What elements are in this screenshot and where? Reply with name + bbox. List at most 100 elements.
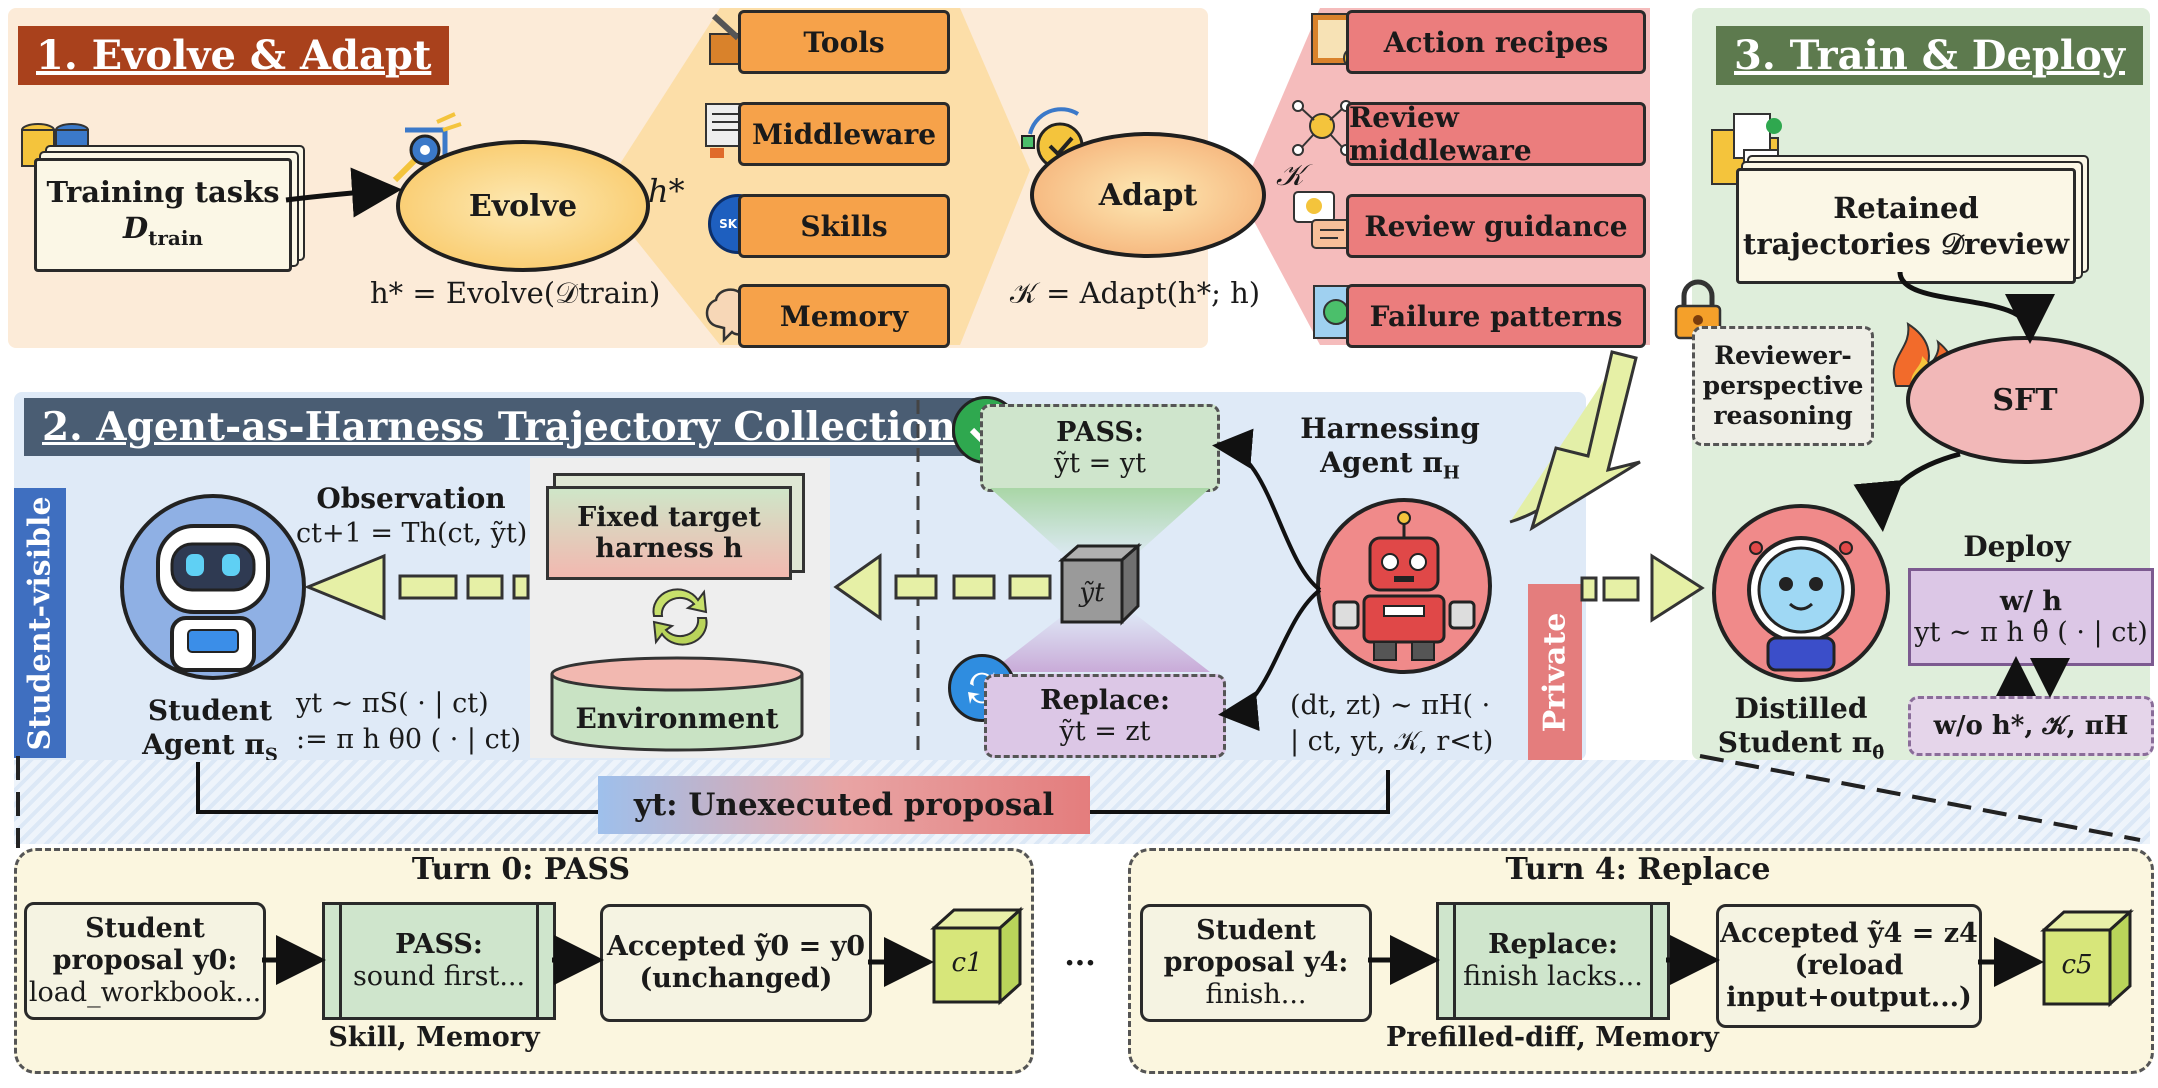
- adapt-node: Adapt: [1030, 132, 1266, 258]
- training-tasks-symbol: Dtrain: [122, 211, 204, 250]
- pass-box: PASS: ỹt = yt: [980, 404, 1220, 492]
- unexecuted-proposal-banner: yt: Unexecuted proposal: [598, 776, 1090, 834]
- turn4-proposal-box: Student proposal y4: finish...: [1140, 904, 1372, 1022]
- turn4-accepted-line1: Accepted ỹ4 = z4: [1720, 918, 1978, 949]
- tab-failure-patterns: Failure patterns: [1346, 284, 1646, 348]
- with-h-formula: yt ∼ π h θ̂ ( · | ct): [1914, 617, 2148, 648]
- output-cube: ỹt: [1056, 540, 1144, 628]
- turn0-proposal-line2: proposal y0:: [52, 945, 238, 976]
- turn0-decision-box: PASS: sound first...: [322, 902, 556, 1020]
- failure-patterns-icon: [1310, 282, 1366, 344]
- unexecuted-label: yt: Unexecuted proposal: [633, 787, 1055, 823]
- tab-tools: Tools: [738, 10, 950, 74]
- panel1-title: 1. Evolve & Adapt: [18, 26, 450, 85]
- harness-policy-line-2: | ct, yt, 𝒦, r<t): [1290, 726, 1494, 757]
- turn4-context-label: c5: [2061, 950, 2093, 980]
- observation-formula: ct+1 = Th(ct, ỹt): [296, 518, 528, 549]
- evolve-formula: h* = Evolve(𝒟train): [370, 276, 661, 310]
- distilled-label-1: Distilled: [1734, 692, 1868, 725]
- harness-policy-line-1: (dt, zt) ∼ πH( ·: [1290, 690, 1491, 721]
- private-band: Private: [1528, 584, 1582, 760]
- adapt-label: Adapt: [1098, 177, 1198, 213]
- training-tasks-label: Training tasks: [46, 175, 280, 210]
- retained-label: Retained: [1833, 191, 1979, 225]
- observation-label: Observation: [316, 482, 506, 515]
- distilled-label-2: Student πθ̂: [1717, 726, 1885, 764]
- training-tasks-card: Training tasks Dtrain: [34, 158, 292, 272]
- h-star-label: h*: [648, 172, 685, 210]
- turn0-accepted-line2: (unchanged): [639, 963, 833, 994]
- student-agent-label-1: Student: [147, 694, 273, 727]
- tab-middleware: Middleware: [738, 102, 950, 166]
- retained-trajectories-label: trajectories 𝒟review: [1742, 227, 2070, 261]
- replace-formula: ỹt = zt: [1059, 716, 1151, 747]
- turn4-title: Turn 4: Replace: [1505, 852, 1771, 887]
- turn4-footer: Prefilled-diff, Memory: [1386, 1022, 1719, 1053]
- turn4-accepted-line3: input+output...): [1726, 982, 1972, 1013]
- turn0-accepted-line1: Accepted ỹ0 = y0: [606, 931, 866, 962]
- harnessing-label-1: Harnessing: [1300, 412, 1480, 445]
- environment-cylinder: Environment: [548, 656, 806, 752]
- tab-skills: Skills: [738, 194, 950, 258]
- fixed-target-label-1: Fixed target: [577, 502, 761, 533]
- fixed-target-label-2: harness h: [595, 533, 743, 564]
- turn0-title: Turn 0: PASS: [411, 852, 631, 887]
- replace-box: Replace: ỹt = zt: [984, 674, 1226, 758]
- reviewer-label-3: reasoning: [1713, 401, 1853, 430]
- turn4-decision-line2: finish lacks...: [1463, 961, 1643, 992]
- turn4-accepted-line2: (reload: [1794, 950, 1904, 981]
- student-robot-icon: [120, 494, 306, 680]
- turn4-decision-box: Replace: finish lacks...: [1436, 902, 1670, 1020]
- tab-review-guidance: Review guidance: [1346, 194, 1646, 258]
- tab-memory: Memory: [738, 284, 950, 348]
- environment-label: Environment: [575, 702, 779, 735]
- turn4-accepted-box: Accepted ỹ4 = z4 (reload input+output...…: [1716, 904, 1982, 1028]
- harnessing-label-2: Agent πH: [1320, 446, 1460, 484]
- turn0-decision-line2: sound first...: [352, 961, 526, 992]
- pass-formula: ỹt = yt: [1054, 448, 1146, 479]
- sft-label: SFT: [1992, 382, 2058, 418]
- turn0-footer: Skill, Memory: [328, 1022, 540, 1053]
- turns-ellipsis: ...: [1064, 938, 1096, 973]
- turn4-context-cube: c5: [2040, 908, 2136, 1008]
- turn4-proposal-line3: finish...: [1205, 979, 1307, 1010]
- turn0-proposal-line1: Student: [85, 913, 205, 944]
- reviewer-perspective-box: Reviewer- perspective reasoning: [1692, 326, 1874, 446]
- deploy-label: Deploy: [1963, 530, 2071, 563]
- panel2-title: 2. Agent-as-Harness Trajectory Collectio…: [24, 398, 974, 456]
- cycle-arrows-icon: [644, 586, 716, 646]
- deploy-without-box: w/o h*, 𝒦, πH: [1908, 696, 2154, 756]
- turn4-proposal-line2: proposal y4:: [1163, 947, 1349, 978]
- distilled-student-robot-icon: [1712, 504, 1890, 682]
- tab-action-recipes: Action recipes: [1346, 10, 1646, 74]
- turn0-decision-line1: PASS:: [395, 929, 483, 960]
- cube-label: ỹt: [1079, 578, 1105, 608]
- k-symbol-label: 𝒦: [1276, 158, 1304, 193]
- reviewer-label-1: Reviewer-: [1714, 341, 1852, 370]
- evolve-label: Evolve: [468, 188, 578, 224]
- replace-label: Replace:: [1040, 685, 1170, 716]
- with-h-label: w/ h: [1999, 586, 2063, 617]
- panel3-title: 3. Train & Deploy: [1716, 26, 2143, 85]
- deploy-with-h-box: w/ h yt ∼ π h θ̂ ( · | ct): [1908, 568, 2154, 666]
- adapt-formula: 𝒦 = Adapt(h*; h): [1009, 276, 1261, 310]
- reviewer-label-2: perspective: [1702, 371, 1864, 400]
- retained-trajectories-card: Retained trajectories 𝒟review: [1736, 168, 2076, 284]
- student-visible-band: Student-visible: [14, 488, 66, 758]
- pass-label: PASS:: [1056, 417, 1144, 448]
- turn4-proposal-line1: Student: [1196, 915, 1316, 946]
- student-policy-line-1: yt ∼ πS( · | ct): [296, 688, 489, 719]
- evolve-node: Evolve: [396, 140, 650, 272]
- turn0-context-label: c1: [951, 948, 983, 978]
- turn0-context-cube: c1: [930, 906, 1026, 1006]
- turn0-proposal-line3: load_workbook...: [28, 977, 262, 1008]
- fixed-target-harness-box: Fixed target harness h: [546, 486, 792, 580]
- without-label: w/o h*, 𝒦, πH: [1933, 710, 2129, 741]
- turn0-proposal-box: Student proposal y0: load_workbook...: [24, 902, 266, 1020]
- turn4-decision-line1: Replace:: [1488, 929, 1618, 960]
- tab-review-middleware: Review middleware: [1346, 101, 1646, 167]
- review-guidance-icon: [1290, 188, 1356, 254]
- student-policy-line-2: := π h θ0 ( · | ct): [296, 724, 522, 755]
